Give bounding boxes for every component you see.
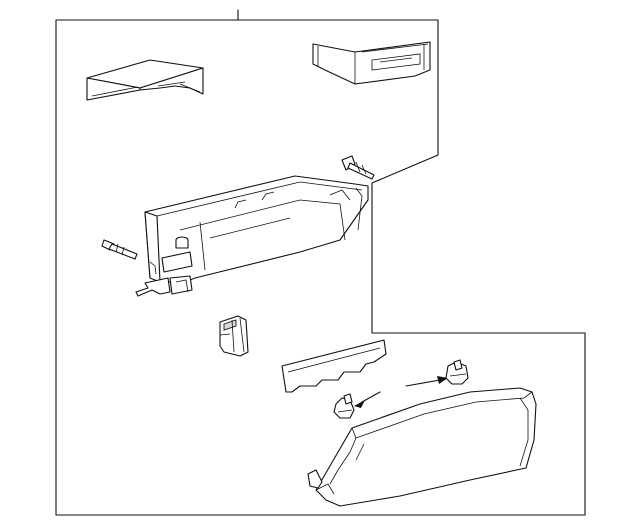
upper-bracket-right [312,41,431,85]
door-bumper-lower [333,393,355,419]
arrow-head-upper [437,376,448,384]
push-pin-clip-left [101,239,138,260]
upper-bracket-left [86,59,204,101]
latch-striker [219,315,249,357]
door-bumper-upper [445,359,469,385]
glove-box-housing [135,175,369,297]
glove-box-door [307,387,537,507]
push-pin-clip-right [341,155,375,180]
arrow-shaft-lower [361,391,381,403]
assembly-frame [55,19,586,516]
arrow-shaft-upper [405,379,441,387]
arrow-head-lower [354,400,365,408]
reinforcement-strip [281,339,387,393]
